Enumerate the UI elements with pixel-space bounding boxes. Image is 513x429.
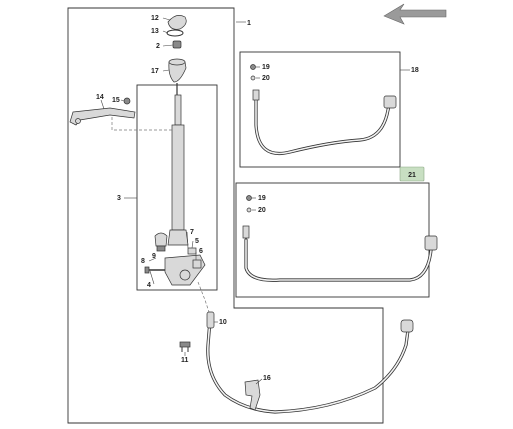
highlight-badge-21[interactable]: [399, 166, 425, 182]
callout-20-box18: 20: [262, 75, 270, 82]
callout-9: 9: [152, 253, 156, 260]
callout-14: 14: [96, 94, 104, 101]
callout-6: 6: [199, 248, 203, 255]
callout-4: 4: [147, 282, 151, 289]
main-frame: [67, 7, 384, 424]
navigation-arrow-icon[interactable]: [383, 3, 447, 25]
main-cable[interactable]: [206, 318, 414, 414]
knob-cap[interactable]: [167, 15, 187, 30]
nut[interactable]: [172, 40, 182, 49]
callout-13: 13: [151, 28, 159, 35]
callout-21: 21: [408, 172, 416, 179]
o-ring[interactable]: [166, 29, 184, 37]
cable-sleeve[interactable]: [206, 311, 215, 329]
callout-16: 16: [263, 375, 271, 382]
guide-line-cable: [197, 281, 211, 316]
screw[interactable]: [123, 97, 131, 105]
cable-clip[interactable]: [179, 341, 191, 352]
guide-line-bracket: [111, 117, 172, 131]
cable-assembly-18[interactable]: [250, 64, 397, 155]
callout-18: 18: [411, 67, 419, 74]
callout-12: 12: [151, 15, 159, 22]
callout-3: 3: [117, 195, 121, 202]
shift-lever-column[interactable]: [167, 83, 189, 246]
callout-8: 8: [141, 258, 145, 265]
cable-clamp[interactable]: [244, 379, 261, 411]
callout-10: 10: [219, 319, 227, 326]
callout-1: 1: [247, 20, 251, 27]
callout-2: 2: [156, 43, 160, 50]
callout-5: 5: [195, 238, 199, 245]
cable-box-18: [239, 51, 401, 168]
bolt[interactable]: [144, 266, 165, 274]
callout-17: 17: [151, 68, 159, 75]
callout-15: 15: [112, 97, 120, 104]
callout-20-box21: 20: [258, 207, 266, 214]
pivot-knob[interactable]: [154, 232, 168, 252]
callout-19-box21: 19: [258, 195, 266, 202]
callout-11: 11: [181, 357, 189, 364]
lever-base-mechanism[interactable]: [164, 247, 206, 286]
bracket[interactable]: [69, 107, 136, 126]
callout-7: 7: [190, 229, 194, 236]
callout-19-box18: 19: [262, 64, 270, 71]
cable-assembly-21[interactable]: [242, 195, 438, 282]
shift-knob[interactable]: [168, 58, 187, 83]
